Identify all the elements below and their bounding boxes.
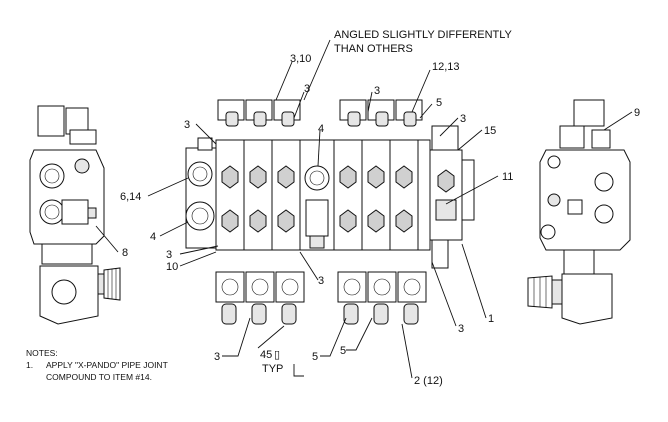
callout-labels: ANGLED SLIGHTLY DIFFERENTLY THAN OTHERS … [120,29,640,387]
callout-11: 11 [502,171,513,183]
callout-3-top-mid: 3 [304,83,310,95]
notes-block: NOTES: 1. APPLY "X-PANDO" PIPE JOINT COM… [26,348,168,382]
callout-9: 9 [634,107,640,119]
callout-5-bottom-a: 5 [312,351,318,363]
callout-45-degree-symbol: ▯ [274,349,280,361]
callout-5-bottom-b: 5 [340,345,346,357]
valve-sections [215,139,419,251]
callout-4-center: 4 [318,123,324,135]
callout-8: 8 [122,247,128,259]
callout-3-bottom-left: 3 [214,351,220,363]
callout-3-10: 3,10 [290,53,311,65]
leader-lines [95,39,633,379]
callout-3-mid-low: 3 [318,275,324,287]
callout-3-right: 3 [460,113,466,125]
callout-3-top-right: 3 [374,85,380,97]
callout-typ: TYP [262,363,283,375]
notes-line-1: APPLY "X-PANDO" PIPE JOINT [46,360,168,370]
callout-6-14: 6,14 [120,191,141,203]
callout-3-left-low: 3 [166,249,172,261]
top-solenoid-row [217,99,423,127]
notes-line-2: COMPOUND TO ITEM #14. [46,372,152,382]
callout-5-top: 5 [436,97,442,109]
callout-1: 1 [488,313,494,325]
right-side-view [527,99,631,325]
callout-12-13: 12,13 [432,61,460,73]
lower-coil-row [215,271,427,325]
callout-3-bottom-right: 3 [458,323,464,335]
left-side-view [29,105,121,325]
callout-10: 10 [166,261,178,273]
callout-angled-note-line-2: THAN OTHERS [334,43,413,55]
callout-4-left: 4 [150,231,156,243]
callout-2-12: 2 (12) [414,375,443,387]
callout-3-top-left: 3 [184,119,190,131]
callout-45-angle: 45 [260,349,272,361]
notes-item-number: 1. [26,360,33,370]
callout-angled-note-line-1: ANGLED SLIGHTLY DIFFERENTLY [334,29,513,41]
main-valve-stack [185,99,475,325]
notes-heading: NOTES: [26,348,58,358]
callout-15: 15 [484,125,496,137]
